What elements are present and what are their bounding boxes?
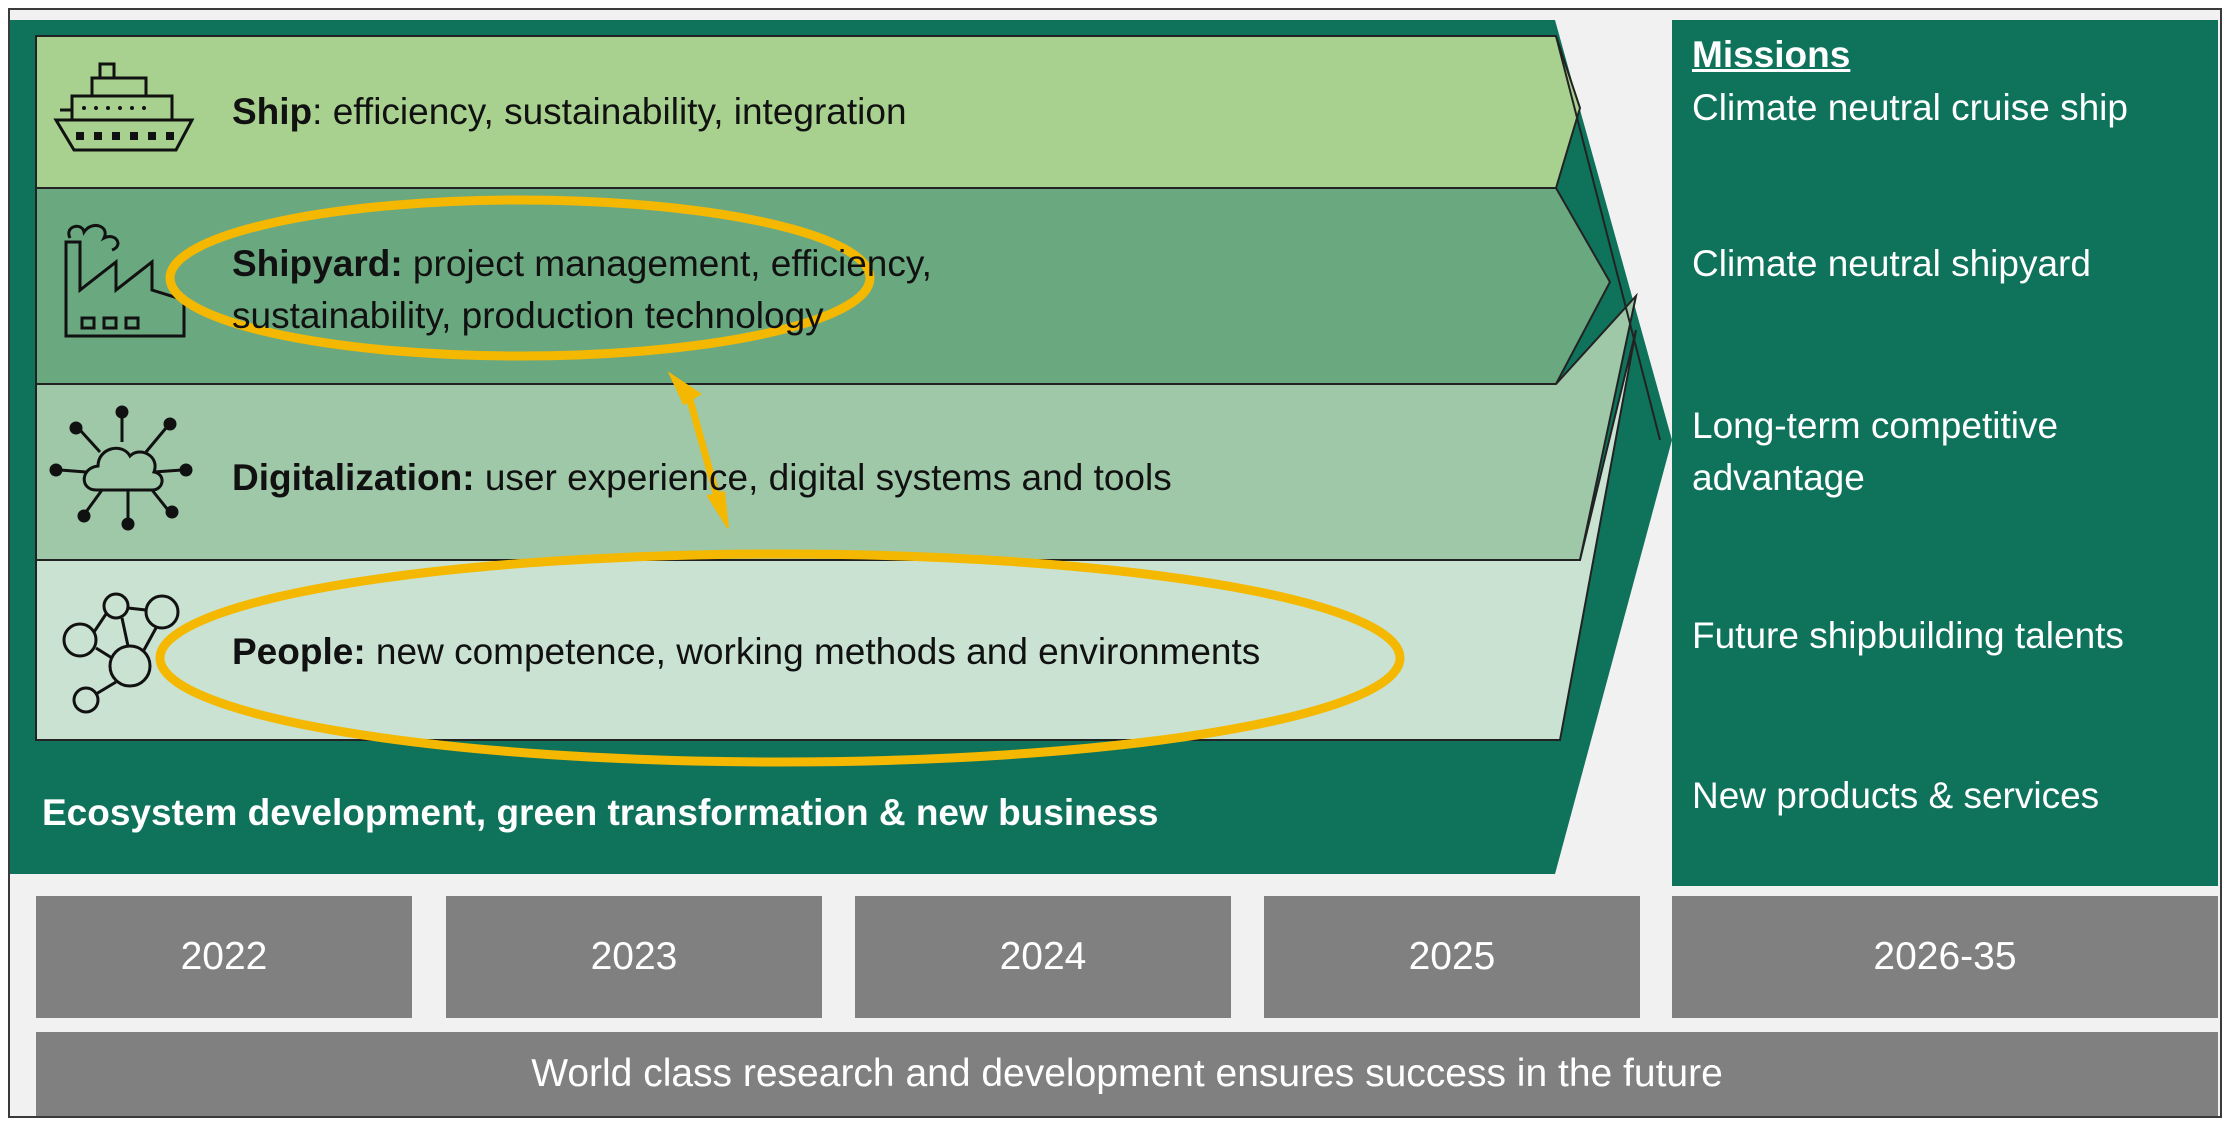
double-arrow <box>667 371 729 529</box>
year-box: 2026-35 <box>1672 896 2218 1018</box>
year-box: 2024 <box>855 896 1231 1018</box>
people-network-icon <box>62 592 180 714</box>
mission-item: Climate neutral shipyard <box>1692 243 2091 284</box>
band-shipyard <box>35 187 1612 385</box>
ecosystem-label: Ecosystem development, green transformat… <box>42 792 1159 833</box>
mission-item: Long-term competitive advantage <box>1692 405 2059 498</box>
missions-title: Missions <box>1692 34 1851 75</box>
year-box: 2022 <box>36 896 412 1018</box>
band-digitalization <box>35 292 1638 561</box>
band-ship-text: Ship: efficiency, sustainability, integr… <box>232 91 907 132</box>
band-digitalization-text: Digitalization: user experience, digital… <box>232 457 1172 498</box>
factory-icon <box>64 223 186 338</box>
year-box: 2025 <box>1264 896 1640 1018</box>
footer-bar: World class research and development ens… <box>36 1032 2218 1116</box>
band-shipyard-text: Shipyard: project management, efficiency… <box>232 243 932 336</box>
people-highlight-ellipse <box>155 549 1405 767</box>
year-box: 2023 <box>446 896 822 1018</box>
mission-item: New products & services <box>1692 775 2100 816</box>
ship-icon <box>53 62 195 152</box>
missions-panel: Missions Climate neutral cruise ship Cli… <box>1672 20 2218 886</box>
band-people-text: People: new competence, working methods … <box>232 631 1261 672</box>
cloud-network-icon <box>49 405 193 531</box>
shipyard-highlight-ellipse <box>165 195 875 361</box>
mission-item: Future shipbuilding talents <box>1692 615 2124 656</box>
chevron-edge <box>1555 35 1661 441</box>
band-ship <box>35 35 1582 189</box>
band-people <box>35 329 1637 741</box>
mission-item: Climate neutral cruise ship <box>1692 87 2128 128</box>
